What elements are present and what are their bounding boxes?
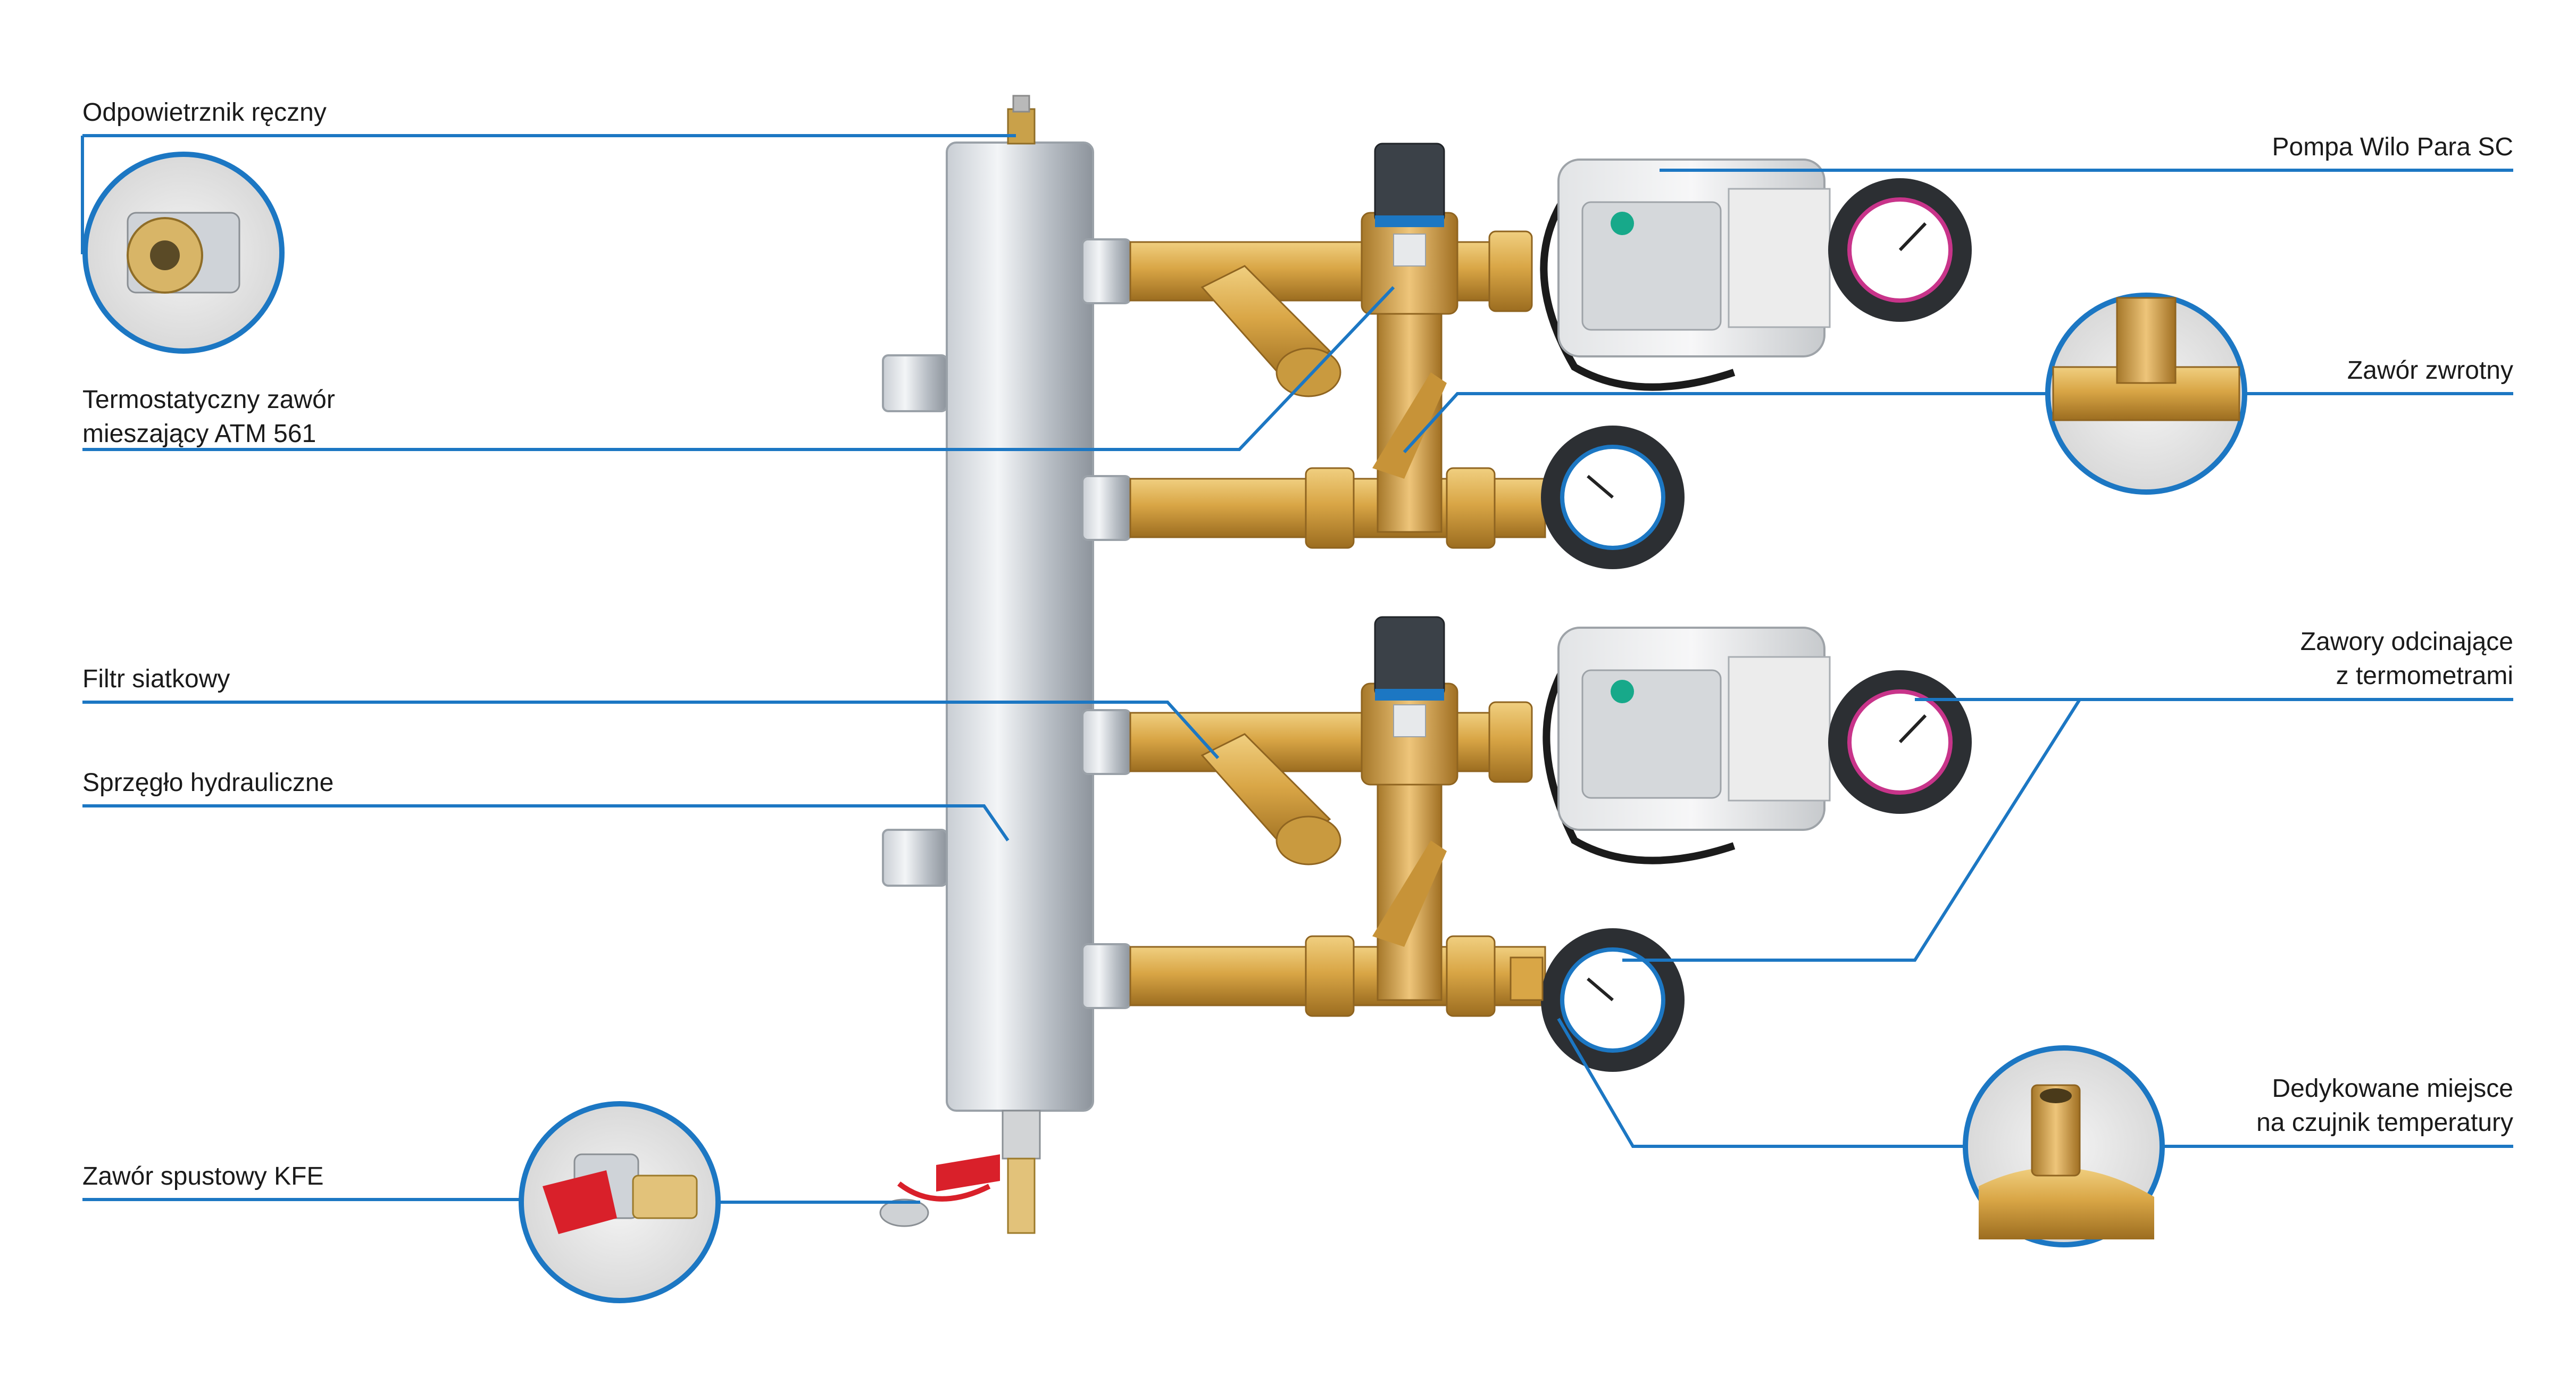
leader-sensor (1557, 1018, 1965, 1148)
label-check-valve: Zawór zwrotny (2347, 354, 2513, 388)
leader-shutoff-valves-2 (1622, 698, 2081, 962)
label-drain-valve-line1: Zawór spustowy KFE (82, 1162, 324, 1190)
label-shutoff-valves: Zawory odcinające z termometrami (2300, 625, 2513, 693)
upper-circuit (1129, 143, 1546, 549)
detail-circle-air-vent (82, 152, 285, 354)
air-vent-part (1007, 95, 1036, 145)
leader-mixing-valve (82, 286, 1395, 451)
label-hydraulic-coupling-line1: Sprzęgło hydrauliczne (82, 769, 334, 797)
drain-valve-part (879, 1110, 1041, 1234)
leader-check-valve (1403, 392, 2048, 454)
label-shutoff-valves-line2: z termometrami (2336, 662, 2513, 690)
label-check-valve-line1: Zawór zwrotny (2347, 356, 2513, 385)
label-mixing-valve-line1: Termostatyczny zawór (82, 386, 335, 414)
detail-circle-drain (519, 1101, 721, 1303)
label-filter: Filtr siatkowy (82, 662, 230, 696)
label-pump-line1: Pompa Wilo Para SC (2272, 133, 2514, 161)
lower-circuit (1129, 616, 1546, 1017)
label-filter-line1: Filtr siatkowy (82, 665, 230, 693)
label-sensor-spot: Dedykowane miejsce na czujnik temperatur… (2256, 1072, 2513, 1140)
sensor-well-part (1510, 956, 1544, 1001)
leader-air-vent-circle (81, 136, 85, 254)
label-pump: Pompa Wilo Para SC (2272, 130, 2514, 164)
pump-lower (1543, 627, 1831, 864)
label-mixing-valve-line2: mieszający ATM 561 (82, 420, 316, 448)
leader-filter (82, 701, 1220, 760)
detail-circle-check-valve (2045, 293, 2247, 495)
label-air-vent-line1: Odpowietrznik ręczny (82, 98, 327, 127)
label-air-vent: Odpowietrznik ręczny (82, 96, 327, 130)
label-mixing-valve: Termostatyczny zawór mieszający ATM 561 (82, 383, 335, 451)
thermometer-upper-pump (1828, 178, 1972, 322)
hydraulic-coupling (882, 141, 1131, 1112)
label-drain-valve: Zawór spustowy KFE (82, 1160, 323, 1194)
pump-upper (1540, 159, 1831, 391)
label-hydraulic-coupling: Sprzęgło hydrauliczne (82, 766, 334, 800)
thermometer-upper-return (1541, 426, 1685, 569)
label-sensor-spot-line2: na czujnik temperatury (2256, 1109, 2513, 1137)
thermometer-lower-pump (1828, 670, 1972, 814)
label-shutoff-valves-line1: Zawory odcinające (2300, 628, 2513, 656)
leader-coupling (82, 804, 1010, 842)
thermometer-lower-return (1541, 928, 1685, 1072)
label-sensor-spot-line1: Dedykowane miejsce (2272, 1075, 2513, 1103)
detail-circle-sensor (1963, 1045, 2165, 1247)
leader-lines (81, 134, 2513, 1204)
